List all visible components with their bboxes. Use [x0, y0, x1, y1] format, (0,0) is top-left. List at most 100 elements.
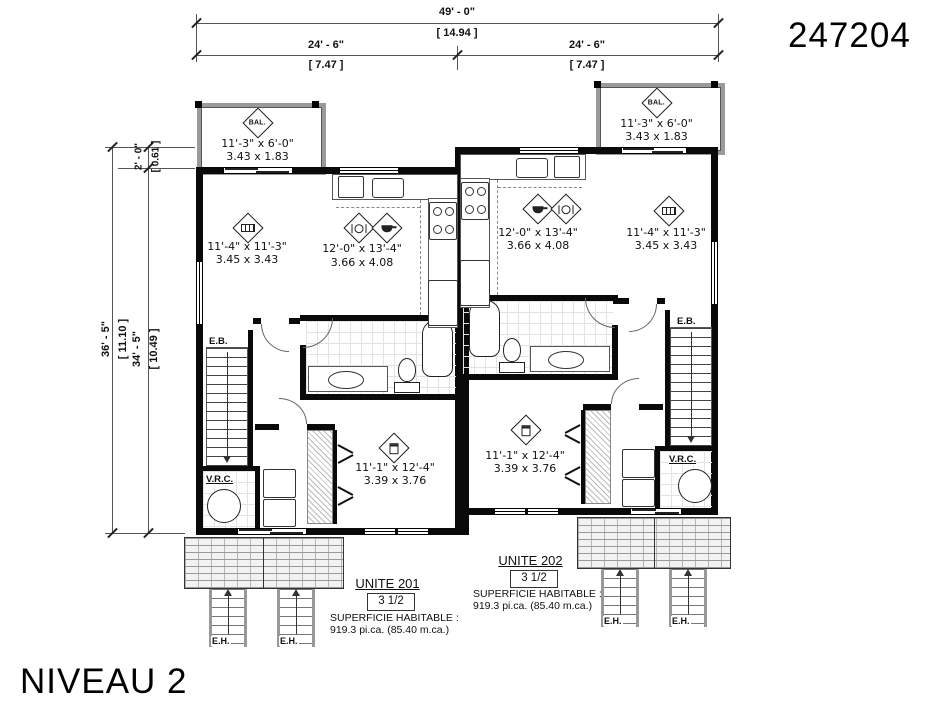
bathroom-wall	[463, 295, 618, 301]
bed-icon	[241, 224, 255, 232]
bedroom2-window-left-unit	[398, 528, 428, 535]
kitchen-sink-left	[372, 178, 404, 198]
bedroom2-right-dim-ft: 11'-1" x 12'-4"	[485, 449, 565, 462]
upper-cabinet-dashed	[497, 180, 498, 295]
balcony-post	[312, 101, 319, 108]
toilet-tank	[499, 362, 525, 373]
wall-top-right-unit	[455, 147, 718, 154]
bedroom2-left-dim-m: 3.39 x 3.76	[363, 474, 427, 487]
dimension-line-total-height	[112, 147, 113, 533]
kitchen-left-dim-m: 3.66 x 4.08	[330, 256, 394, 269]
vrc-wall	[658, 446, 715, 451]
bedroom2-wall	[307, 424, 335, 430]
bedroom2-wall	[583, 404, 611, 410]
upper-cabinet-dashed	[498, 187, 582, 188]
dim-total-height-m: [ 11.10 ]	[117, 318, 129, 360]
patio-door-panel	[256, 171, 289, 173]
dim-total-width-m: [ 14.94 ]	[436, 27, 478, 39]
stair-wall	[665, 310, 670, 452]
entry-door-panel	[632, 509, 656, 511]
stair-arrow-up-icon	[224, 589, 232, 596]
wall-right	[711, 147, 718, 515]
stair-up-label: E.H.	[603, 616, 623, 626]
vrc-label: V.R.C.	[205, 474, 235, 485]
cooking-pot-icon	[532, 205, 544, 213]
wall-bottom-right-unit	[455, 508, 718, 515]
patio-door-right-unit	[621, 147, 687, 154]
dryer-left	[263, 499, 296, 527]
bathtub-right	[469, 300, 500, 357]
kitchen-right-dim-m: 3.66 x 4.08	[506, 239, 570, 252]
balcony-left-dim-m: 3.43 x 1.83	[226, 150, 289, 163]
bedroom-tag	[232, 212, 264, 244]
bifold-door-icon	[564, 434, 581, 444]
stair-arrow-line	[691, 332, 692, 438]
dim-left-half-ft: 24' - 6"	[308, 39, 344, 51]
unit-202-area-label: SUPERFICIE HABITABLE :	[473, 588, 602, 600]
bathroom-wall	[300, 315, 455, 321]
unit-202-type: 3 1/2	[510, 570, 558, 588]
balcony-post	[711, 81, 718, 88]
bedroom2-window-right-unit	[528, 508, 558, 515]
dimension-line-unit-height	[148, 147, 149, 533]
stair-down-label: E.B.	[676, 316, 697, 327]
stair-up-label: E.H.	[211, 636, 231, 646]
bifold-door-icon	[564, 424, 581, 434]
dimension-line-total-width	[196, 23, 719, 24]
bifold-door-icon	[337, 486, 354, 496]
bedroom2-door-arc	[279, 398, 307, 424]
dining-tag	[343, 212, 375, 244]
unit-201-area: 919.3 pi.ca. (85.40 m.ca.)	[330, 624, 450, 636]
balcony-right-dim-m: 3.43 x 1.83	[625, 130, 688, 143]
burner-icon	[445, 225, 454, 234]
bed-icon	[521, 424, 531, 436]
sink-icon	[328, 371, 364, 389]
stair-arrow-line	[296, 596, 297, 634]
wall-left	[196, 167, 203, 535]
stair-arrow-up-icon	[292, 589, 300, 596]
closet-wall	[581, 410, 585, 504]
stair-arrow-line	[688, 576, 689, 614]
cooking-pot-icon	[381, 224, 393, 232]
toilet-tank	[394, 382, 420, 393]
dining-icon	[558, 204, 574, 214]
dryer-right	[622, 479, 655, 507]
stair-arrow-up-icon	[684, 569, 692, 576]
bedroom2-wall	[255, 424, 279, 430]
kitchen-tag	[371, 212, 403, 244]
burner-icon	[465, 187, 474, 196]
stove-left	[429, 202, 457, 240]
patio-door-panel	[623, 148, 654, 150]
bathtub-left	[422, 320, 453, 377]
balcony-right-dim-ft: 11'-3" x 6'-0"	[620, 117, 693, 130]
fridge-left	[428, 280, 458, 326]
closet-right-unit	[585, 410, 611, 504]
bifold-door-icon	[337, 444, 354, 454]
burner-icon	[465, 205, 474, 214]
burner-icon	[445, 207, 454, 216]
upper-cabinet-dashed	[420, 200, 421, 315]
patio-door-panel	[225, 168, 258, 170]
bedroom1-door-arc	[261, 324, 289, 352]
dim-left-half-m: [ 7.47 ]	[308, 59, 344, 71]
burner-icon	[433, 225, 442, 234]
patio-door-left-unit	[223, 167, 293, 174]
burner-icon	[433, 207, 442, 216]
kitchen-window-left-unit	[340, 167, 398, 174]
upper-cabinet-dashed	[336, 207, 420, 208]
entry-door-right-unit	[630, 508, 682, 515]
burner-icon	[477, 205, 486, 214]
washer-right	[622, 449, 655, 478]
toilet-right	[503, 338, 521, 362]
bedroom2-right-dim-m: 3.39 x 3.76	[493, 462, 557, 475]
unit-201-type: 3 1/2	[367, 593, 415, 611]
closet-left-unit	[307, 430, 333, 524]
washer-left	[263, 469, 296, 498]
stair-up-label: E.H.	[279, 636, 299, 646]
bedroom1-door-arc	[629, 304, 657, 332]
vrc-unit-icon	[678, 469, 712, 503]
bathroom-wall	[300, 345, 306, 400]
porch-divider	[654, 517, 655, 569]
interior-wall	[613, 298, 629, 304]
